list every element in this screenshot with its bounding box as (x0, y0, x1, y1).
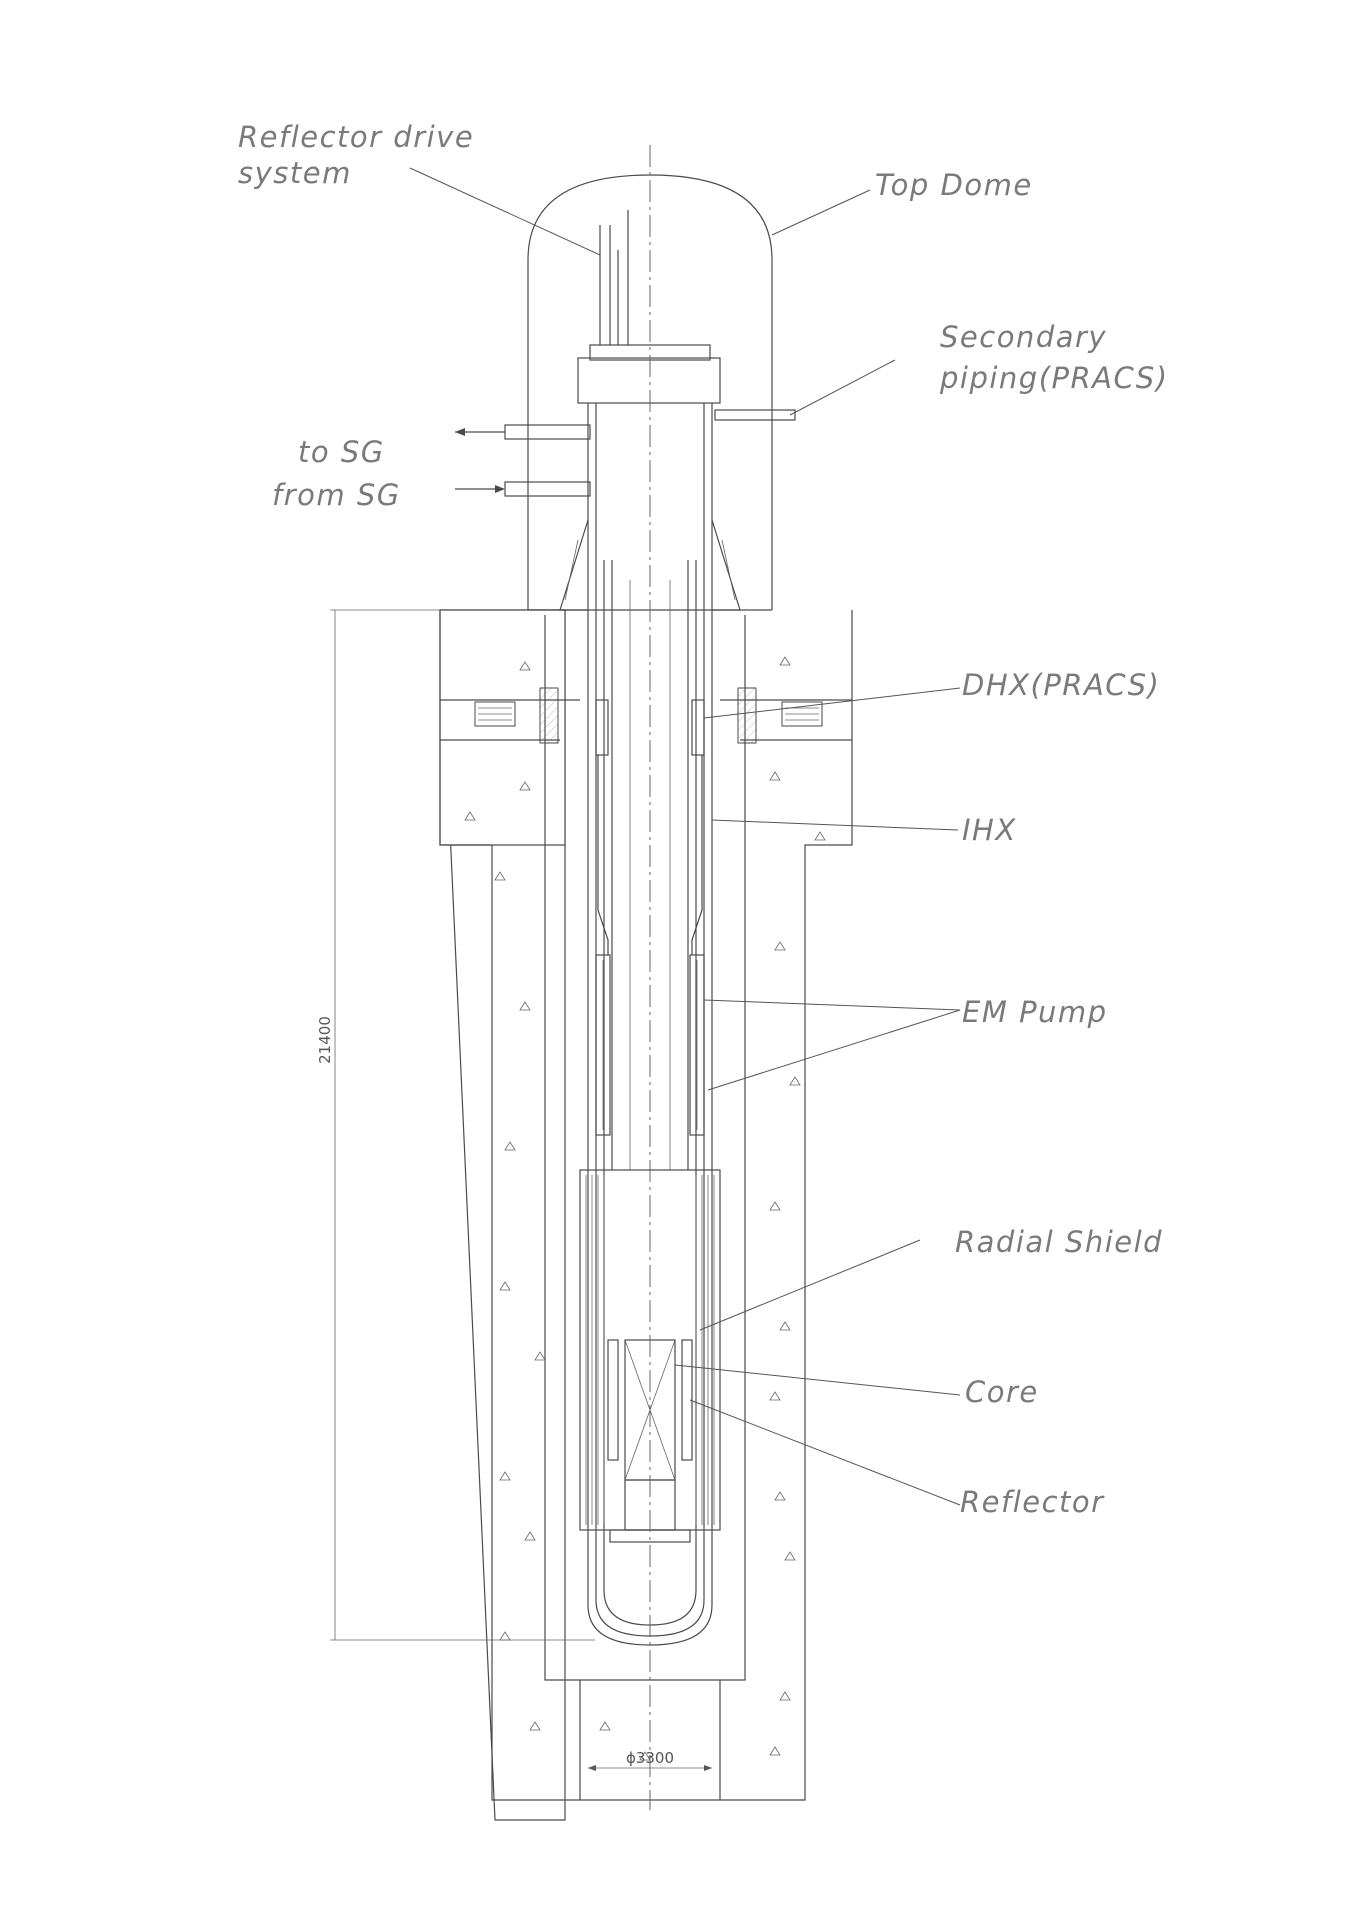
height-dimension-text: 21400 (316, 1016, 334, 1064)
label-secondary-line1: Secondary (940, 320, 1107, 354)
ihx-dhx-pump-modules (595, 699, 705, 1136)
label-radial-shield: Radial Shield (955, 1225, 1163, 1259)
label-em-pump: EM Pump (962, 995, 1108, 1029)
label-reflector: Reflector (960, 1485, 1105, 1519)
label-top-dome: Top Dome (875, 168, 1033, 202)
concrete-silo (439, 609, 853, 1821)
label-secondary-line2: piping(PRACS) (939, 361, 1169, 395)
seismic-isolators (474, 687, 823, 744)
diameter-dimension-text: ϕ3300 (626, 1749, 674, 1767)
label-to-sg: to SG (298, 435, 385, 469)
vessel-support (559, 519, 741, 611)
vessel-head (577, 210, 721, 404)
radial-shield-lines (585, 1175, 715, 1525)
label-dhx: DHX(PRACS) (962, 668, 1160, 702)
height-dimension: 21400 (316, 609, 595, 1641)
diameter-dimension: ϕ3300 (588, 1749, 712, 1771)
label-reflector-drive-line2: system (238, 156, 352, 190)
concrete-aggregate-marks (464, 656, 826, 1761)
labels: Reflector drive system Top Dome Secondar… (238, 120, 1169, 1519)
leader-lines (409, 167, 961, 1506)
label-reflector-drive-line1: Reflector drive (238, 120, 474, 154)
sg-pipes (455, 409, 796, 497)
label-ihx: IHX (962, 813, 1017, 847)
label-core: Core (965, 1375, 1039, 1409)
label-from-sg: from SG (272, 478, 401, 512)
